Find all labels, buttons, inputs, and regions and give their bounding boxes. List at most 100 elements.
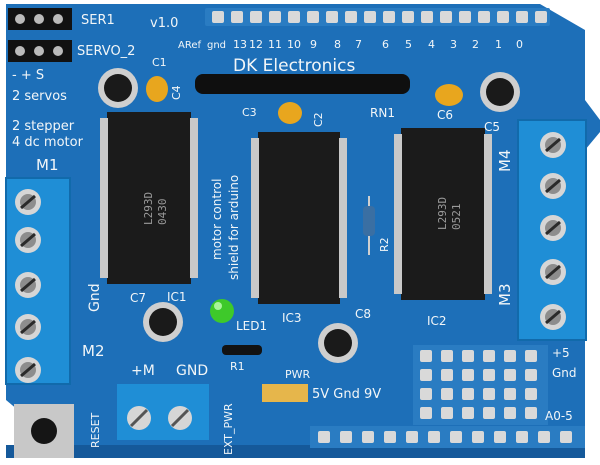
ic2-marking-part: L293D: [436, 197, 449, 230]
label-ext-pwr: EXT_PWR: [222, 403, 235, 455]
c6-capacitor: [435, 84, 463, 106]
header-pad: [504, 388, 516, 400]
label-c4: C4: [170, 85, 183, 100]
pin-number-label: 6: [382, 38, 389, 51]
pin-number-label: 10: [287, 38, 301, 51]
label-servos: 2 servos: [12, 89, 67, 104]
header-pad: [535, 11, 547, 23]
pin-number-label: 8: [334, 38, 341, 51]
pin-number-label: 2: [472, 38, 479, 51]
label-m4: M4: [496, 150, 514, 173]
header-pad: [462, 388, 474, 400]
header-pad: [402, 11, 414, 23]
pin-number-label: 3: [450, 38, 457, 51]
label-ic3: IC3: [282, 311, 302, 325]
header-pad: [525, 369, 537, 381]
header-pad: [472, 431, 484, 443]
pin-number-label: 11: [268, 38, 282, 51]
label-reset: RESET: [89, 412, 102, 448]
rn1-resistor-network: [195, 74, 410, 94]
terminal-screw-slot: [20, 232, 36, 248]
pin-number-label: 5: [405, 38, 412, 51]
label-gnd-right: Gnd: [552, 366, 577, 380]
label-rn1: RN1: [370, 106, 395, 120]
bottom-header-strip: [310, 426, 585, 448]
header-pad: [525, 388, 537, 400]
header-pad: [459, 11, 471, 23]
header-pad: [420, 369, 432, 381]
label-c2: C2: [312, 112, 325, 127]
pcb-shadow: [6, 445, 585, 458]
header-pad: [364, 11, 376, 23]
header-pad: [504, 350, 516, 362]
label-servo2: SERVO_2: [77, 44, 135, 59]
header-pad: [231, 11, 243, 23]
terminal-screw-slot: [545, 309, 561, 325]
servo-header-1[interactable]: [8, 8, 72, 30]
header-pad: [441, 407, 453, 419]
terminal-screw-slot: [545, 220, 561, 236]
label-pwr: PWR: [285, 368, 311, 381]
header-pad: [525, 407, 537, 419]
label-shield-for-arduino: shield for arduino: [227, 175, 241, 280]
label-r1: R1: [230, 360, 245, 373]
label-plus5: +5: [552, 346, 570, 360]
label-led1: LED1: [236, 319, 267, 333]
ext-power-terminal[interactable]: [117, 384, 209, 440]
label-pin-polarity: - + S: [12, 68, 44, 83]
ic1-marking-part: L293D: [142, 192, 155, 225]
header-pad: [420, 407, 432, 419]
ic1-marking-date: 0430: [156, 199, 169, 226]
label-gnd-top: gnd: [207, 40, 226, 51]
label-c8: C8: [355, 307, 371, 321]
c4-electrolytic-capacitor: [98, 68, 138, 108]
header-pad: [441, 369, 453, 381]
header-pad: [340, 431, 352, 443]
label-c7: C7: [130, 291, 146, 305]
header-pad: [483, 369, 495, 381]
pin-number-label: 0: [516, 38, 523, 51]
header-pad: [362, 431, 374, 443]
ic1-chip: [100, 112, 198, 284]
label-a0-5: A0-5: [545, 409, 573, 423]
label-c5: C5: [484, 120, 500, 134]
header-pad: [483, 350, 495, 362]
terminal-screw-slot: [545, 264, 561, 280]
header-pad: [560, 431, 572, 443]
label-r2: R2: [378, 237, 391, 252]
label-dc-motor: 4 dc motor: [12, 135, 84, 150]
header-pad: [494, 431, 506, 443]
header-pad: [462, 350, 474, 362]
header-pad: [441, 350, 453, 362]
servo-header-2[interactable]: [8, 40, 72, 62]
reset-button[interactable]: [14, 404, 74, 458]
led1-green-led: [210, 299, 234, 323]
header-pad: [516, 11, 528, 23]
r1-resistor: [222, 345, 262, 355]
label-stepper: 2 stepper: [12, 119, 75, 134]
pin-number-label: 1: [495, 38, 502, 51]
label-motor-control: motor control: [210, 179, 224, 260]
label-aref: ARef: [178, 40, 201, 51]
pwr-jumper[interactable]: [262, 384, 308, 402]
label-m3: M3: [496, 284, 514, 307]
terminal-screw-slot: [545, 137, 561, 153]
ic3-chip: [251, 132, 347, 304]
terminal-screw-slot: [20, 319, 36, 335]
c8-electrolytic-capacitor: [318, 323, 358, 363]
label-plus-m: +M: [131, 363, 155, 379]
pin-number-label: 13: [233, 38, 247, 51]
header-pad: [525, 350, 537, 362]
header-pad: [450, 431, 462, 443]
header-pad: [440, 11, 452, 23]
header-pad: [516, 431, 528, 443]
c1-capacitor: [146, 76, 168, 102]
r2-resistor: [363, 196, 375, 255]
header-pad: [504, 369, 516, 381]
label-version: v1.0: [150, 16, 178, 31]
header-pad: [269, 11, 281, 23]
pin-number-label: 9: [310, 38, 317, 51]
header-pad: [212, 11, 224, 23]
label-ic1: IC1: [167, 290, 187, 304]
